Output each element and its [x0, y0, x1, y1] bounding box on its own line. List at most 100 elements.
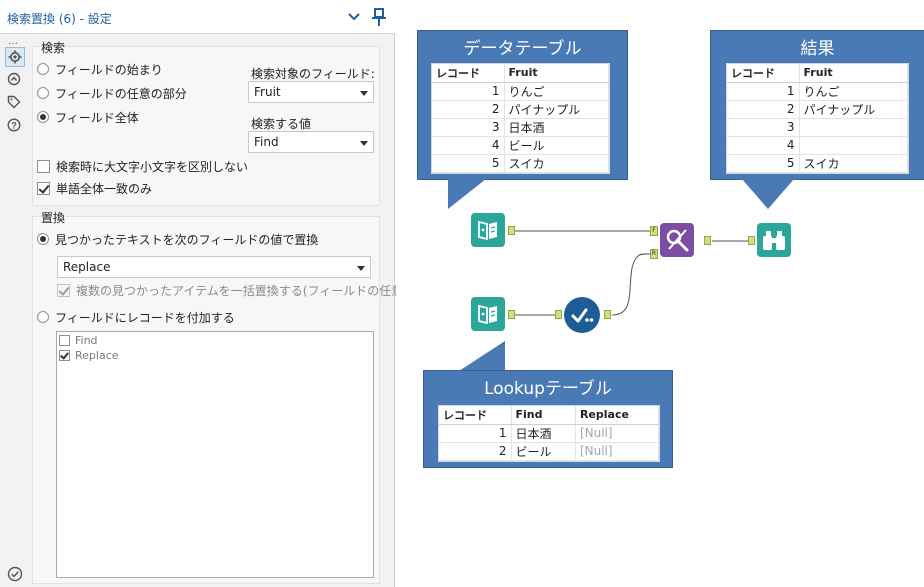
cell: パイナップル [504, 100, 609, 119]
cell: [Null] [575, 442, 660, 461]
replace-field-select[interactable]: Replace [57, 256, 371, 278]
input-data-tool-2[interactable] [471, 297, 505, 331]
cell [799, 118, 908, 137]
browse-tool[interactable] [757, 223, 791, 257]
cell: 3 [432, 118, 505, 137]
input-data-icon [478, 220, 497, 241]
callout-pointer [459, 341, 505, 371]
cell [799, 136, 908, 155]
column-header: Fruit [799, 64, 908, 83]
radio-label: フィールドの任意の部分 [55, 86, 187, 101]
callout-title: Lookupテーブル [484, 379, 612, 399]
find-input-anchor[interactable]: F [650, 226, 658, 236]
radio-field-start[interactable]: フィールドの始まり [37, 60, 163, 78]
chevron-down-icon[interactable] [346, 9, 362, 25]
cell: 3 [727, 118, 800, 137]
radio-button[interactable] [37, 311, 49, 323]
radio-append-fields[interactable]: フィールドにレコードを付加する [37, 308, 235, 326]
column-header: レコード [727, 64, 800, 83]
radio-button[interactable] [37, 233, 49, 245]
select-icon [571, 308, 594, 323]
search-value-select[interactable]: Find [248, 131, 374, 153]
rail-help-button[interactable]: ? [5, 116, 25, 136]
checkbox-replace-multiple[interactable]: 複数の見つかったアイテムを一括置換する(フィールドの任意の [57, 281, 415, 299]
panel-titlebar: 検索置換 (6) - 設定 [0, 0, 395, 34]
checkbox[interactable] [37, 159, 50, 173]
output-anchor[interactable] [508, 310, 515, 319]
checkbox[interactable] [59, 335, 70, 346]
connection-lines [515, 230, 748, 316]
check-circle-icon[interactable] [7, 566, 23, 582]
cell: りんご [504, 82, 609, 101]
pin-icon[interactable] [370, 7, 388, 27]
configuration-panel: 検索置換 (6) - 設定 … [0, 0, 415, 587]
cell: 1 [439, 424, 512, 443]
column-header: Find [511, 406, 576, 425]
checkbox[interactable] [59, 350, 70, 361]
checkbox-whole-word[interactable]: 単語全体一致のみ [37, 179, 152, 197]
list-item-find[interactable]: Find [59, 333, 98, 348]
panel-side-rail: … ? [0, 35, 30, 587]
cell: 4 [432, 136, 505, 155]
radio-label: フィールドにレコードを付加する [55, 310, 235, 325]
callout-pointer [742, 179, 794, 209]
callout-title: 結果 [800, 39, 835, 59]
find-field-label: 検索対象のフィールド: [251, 67, 375, 81]
radio-button[interactable] [37, 63, 49, 75]
append-fields-list[interactable]: Find Replace [56, 331, 374, 578]
cell: 日本酒 [511, 424, 576, 443]
select-value: Find [254, 135, 279, 149]
output-anchor[interactable] [704, 236, 711, 245]
checkbox-case-insensitive[interactable]: 検索時に大文字小文字を区別しない [37, 157, 248, 175]
cell: 2 [432, 100, 505, 119]
select-value: Replace [63, 260, 111, 274]
input-data-tool-1[interactable] [471, 213, 505, 247]
output-anchor[interactable] [508, 226, 515, 235]
list-item-replace[interactable]: Replace [59, 348, 119, 363]
column-header: Replace [575, 406, 660, 425]
cell: パイナップル [799, 100, 908, 119]
list-item-label: Find [75, 334, 98, 347]
list-item-label: Replace [75, 349, 119, 362]
cell: 4 [727, 136, 800, 155]
input-anchor[interactable] [555, 310, 562, 319]
checkbox-label: 単語全体一致のみ [56, 181, 153, 196]
cell: 2 [727, 100, 800, 119]
radio-label: フィールド全体 [55, 110, 139, 125]
search-section: 検索 フィールドの始まり フィールドの任意の部分 フィールド全体 検索対象のフィ… [32, 41, 380, 206]
cell: 1 [727, 82, 800, 101]
table-row: 3 [727, 118, 908, 137]
radio-entire-field[interactable]: フィールド全体 [37, 108, 139, 126]
select-value: Fruit [254, 85, 281, 99]
rail-annotation-button[interactable] [5, 93, 25, 113]
input-anchor[interactable] [748, 236, 755, 245]
radio-replace-found-text[interactable]: 見つかったテキストを次のフィールドの値で置換 [37, 230, 318, 248]
radio-button[interactable] [37, 87, 49, 99]
search-section-heading: 検索 [41, 41, 66, 55]
checkbox[interactable] [57, 283, 70, 297]
select-tool[interactable] [564, 297, 600, 333]
checkbox-label: 複数の見つかったアイテムを一括置換する(フィールドの任意の [76, 283, 416, 298]
radio-button[interactable] [37, 111, 49, 123]
checkbox[interactable] [37, 181, 50, 195]
find-replace-icon [666, 229, 689, 252]
rail-connection-button[interactable] [5, 70, 25, 90]
find-replace-tool[interactable] [660, 223, 694, 257]
rail-settings-button[interactable] [5, 47, 25, 67]
cell: [Null] [575, 424, 660, 443]
output-anchor[interactable] [604, 310, 611, 319]
cell: スイカ [504, 154, 609, 173]
radio-field-any-part[interactable]: フィールドの任意の部分 [37, 84, 187, 102]
find-field-select[interactable]: Fruit [248, 81, 374, 103]
replace-input-anchor[interactable]: R [650, 249, 658, 259]
dropdown-arrow-icon [360, 91, 368, 96]
